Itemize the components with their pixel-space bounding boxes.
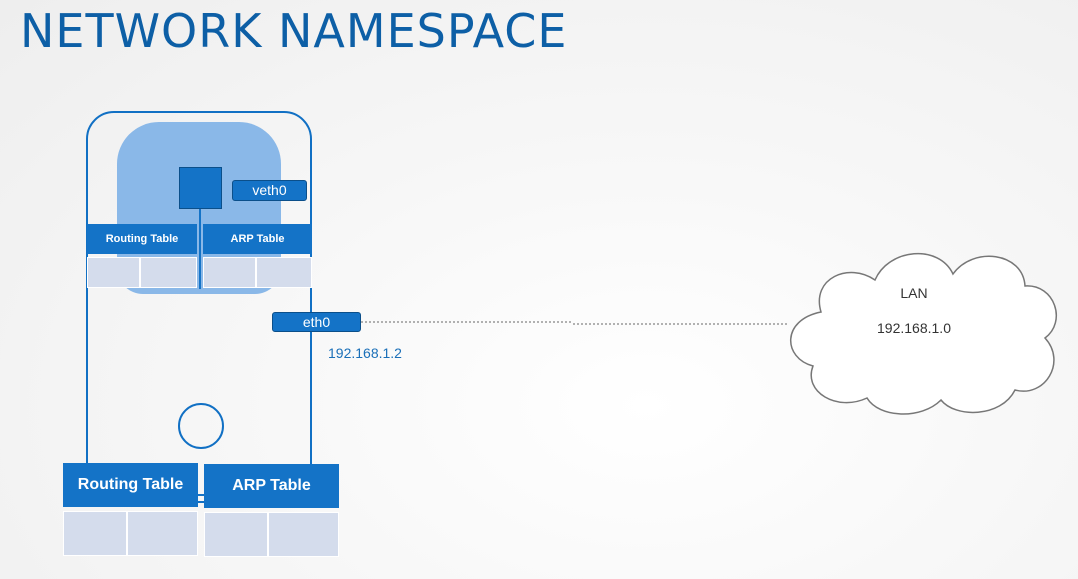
namespace-interface-link <box>199 209 201 289</box>
namespace-interface-icon <box>179 167 222 209</box>
host-routing-table-cell <box>63 511 127 556</box>
namespace-routing-table-header: Routing Table <box>87 224 197 254</box>
namespace-routing-table-cell <box>87 257 140 288</box>
namespace-arp-table-cell <box>256 257 312 288</box>
host-arp-table-header: ARP Table <box>204 464 339 508</box>
host-arp-table-cell <box>268 512 339 557</box>
host-box <box>86 111 312 503</box>
namespace-arp-table-cell <box>203 257 256 288</box>
host-routing-table-cell <box>127 511 198 556</box>
host-circle-icon <box>178 403 224 449</box>
namespace-routing-table-cell <box>140 257 197 288</box>
host-routing-table-header: Routing Table <box>63 463 198 507</box>
veth0-label: veth0 <box>232 180 307 201</box>
lan-subnet-label: 192.168.1.0 <box>877 320 951 336</box>
host-arp-table-cell <box>204 512 268 557</box>
namespace-arp-table-header: ARP Table <box>203 224 312 254</box>
eth0-label: eth0 <box>272 312 361 332</box>
host-ip-label: 192.168.1.2 <box>328 345 402 361</box>
slide-title: NETWORK NAMESPACE <box>20 4 568 58</box>
network-link-line <box>361 321 789 325</box>
host-table-connector <box>197 494 205 496</box>
lan-cloud-icon <box>790 252 1057 415</box>
lan-name-label: LAN <box>900 285 928 301</box>
